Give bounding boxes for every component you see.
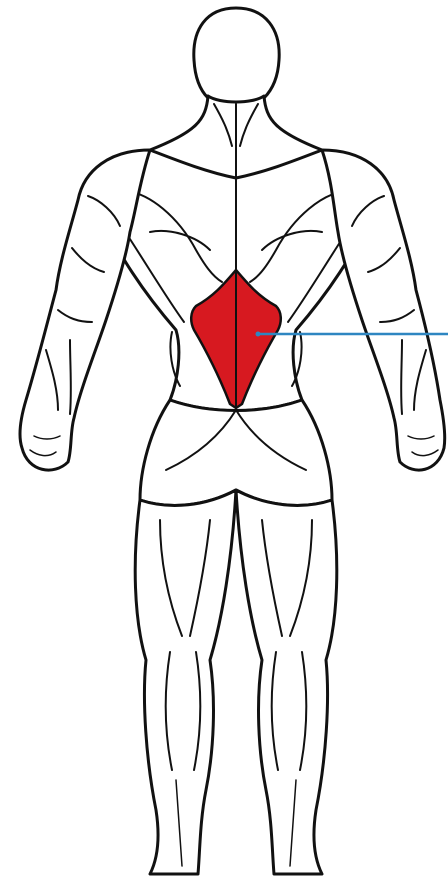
- right-arm: [322, 150, 445, 470]
- left-leg: [135, 490, 236, 874]
- head: [194, 8, 279, 110]
- left-arm: [20, 150, 150, 470]
- right-leg: [236, 490, 337, 874]
